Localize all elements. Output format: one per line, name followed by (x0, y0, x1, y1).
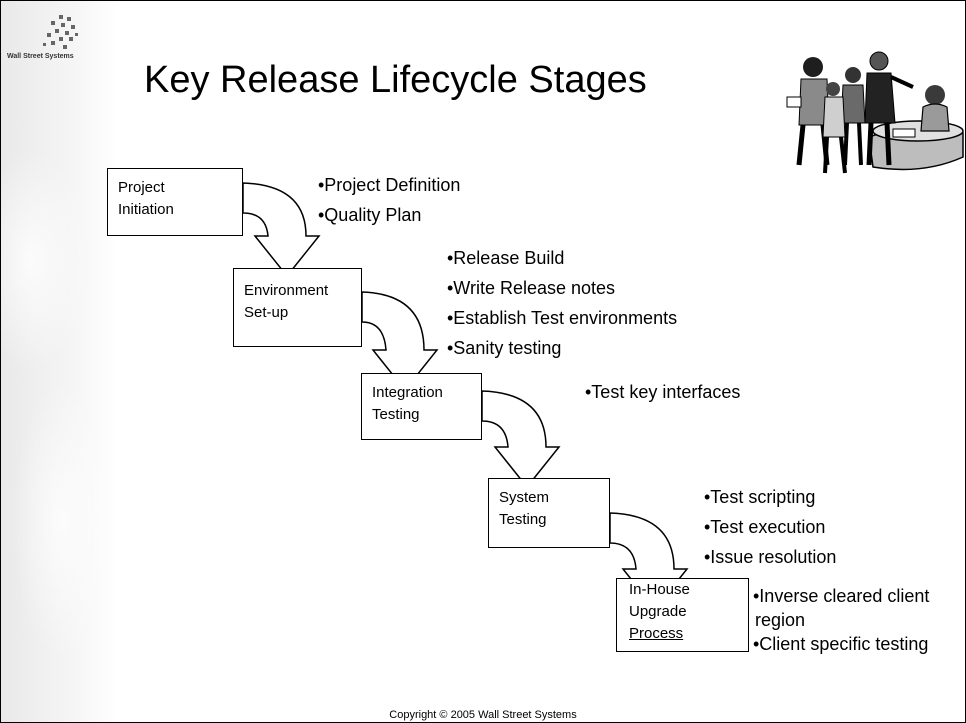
bullet-list-in-house-upgrade: •Inverse cleared client region •Client s… (753, 584, 929, 656)
company-logo-icon (43, 15, 78, 49)
stage-label-line: Initiation (118, 201, 174, 218)
copyright-footer: Copyright © 2005 Wall Street Systems (389, 709, 577, 721)
bullet-list-integration-testing: •Test key interfaces (585, 377, 740, 407)
bullet-item: •Issue resolution (704, 547, 837, 567)
stage-label-line: Testing (372, 406, 420, 423)
bullet-item: •Establish Test environments (447, 308, 678, 328)
bullet-item: •Client specific testing (753, 634, 929, 654)
stage-label-line: Integration (372, 384, 443, 401)
stage-box-in-house-upgrade: In-House Upgrade Process (616, 578, 749, 652)
stage-label-line: Process (629, 625, 684, 642)
stage-label-line: Set-up (244, 304, 289, 321)
bullet-item: •Quality Plan (318, 205, 422, 225)
bullet-item: •Test execution (704, 517, 826, 537)
curved-down-arrow-icon (481, 390, 561, 489)
bullet-item: •Project Definition (318, 175, 461, 195)
curved-down-arrow-icon (242, 182, 321, 278)
bullet-list-project-initiation: •Project Definition •Quality Plan (318, 170, 460, 230)
bullet-item: •Test key interfaces (585, 382, 741, 402)
bullet-item: •Test scripting (704, 487, 816, 507)
stage-box-integration-testing: Integration Testing (361, 373, 482, 440)
stage-box-system-testing: System Testing (488, 478, 610, 548)
logo-text: Wall Street Systems (7, 53, 74, 60)
slide-title: Key Release Lifecycle Stages (144, 59, 647, 101)
bullet-item: •Sanity testing (447, 338, 562, 358)
stage-label-line: System (499, 489, 550, 506)
bullet-item: region (755, 610, 806, 630)
stage-label-line: Testing (499, 511, 547, 528)
stage-label-line: Project (118, 179, 165, 196)
bullet-item: •Write Release notes (447, 278, 616, 298)
people-clipart-icon (786, 51, 964, 174)
bullet-list-environment-setup: •Release Build •Write Release notes •Est… (447, 243, 677, 363)
stage-label-line: Environment (244, 282, 329, 299)
decorative-side-band (1, 1, 119, 722)
bullet-list-system-testing: •Test scripting •Test execution •Issue r… (704, 482, 836, 572)
bullet-item: •Release Build (447, 248, 565, 268)
bullet-item: •Inverse cleared client (753, 586, 930, 606)
stage-label-line: Upgrade (629, 603, 687, 620)
stage-box-project-initiation: Project Initiation (107, 168, 243, 236)
stage-label-line: In-House (629, 581, 690, 598)
stage-box-environment-setup: Environment Set-up (233, 268, 362, 347)
